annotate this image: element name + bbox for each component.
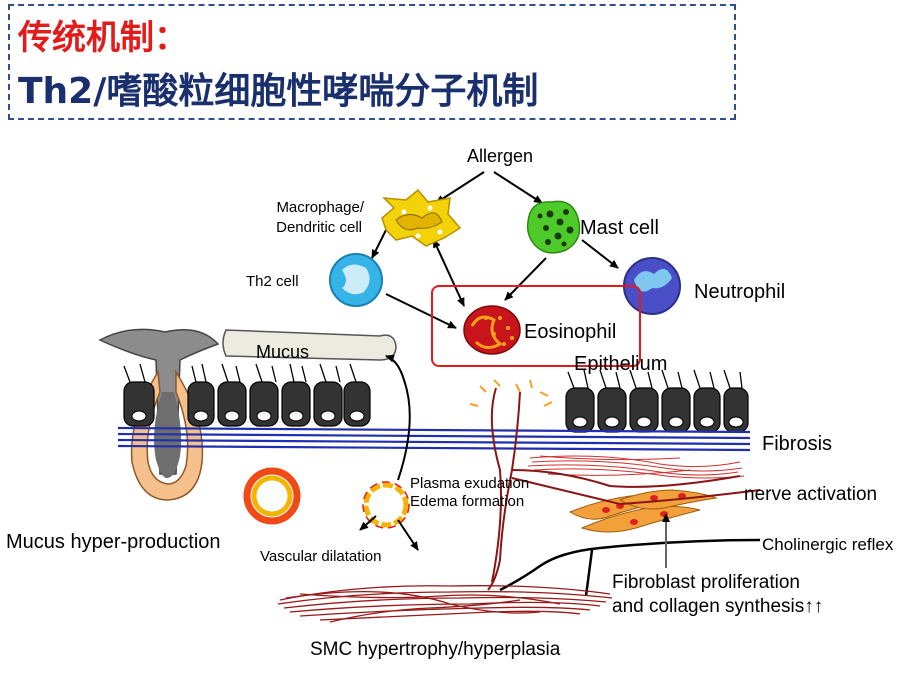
title-frame bbox=[8, 4, 736, 120]
macrophage-icon bbox=[381, 188, 462, 247]
nerve-endings bbox=[469, 379, 553, 407]
slide-title-line2: Th2/嗜酸粒细胞性哮喘分子机制 bbox=[18, 71, 539, 112]
smooth-muscle-icon bbox=[277, 585, 613, 623]
exudation-arrow bbox=[385, 354, 411, 481]
vascular-arrow-left bbox=[359, 515, 377, 531]
vascular-arrow-right bbox=[397, 519, 419, 551]
label-mucus: Mucus bbox=[256, 342, 309, 362]
label-eosinophil: Eosinophil bbox=[524, 321, 616, 343]
label-fibroblast-1: Fibroblast proliferation bbox=[612, 572, 800, 593]
label-vascular-dilatation: Vascular dilatation bbox=[260, 548, 381, 565]
dilated-vessel-icon bbox=[362, 481, 410, 529]
label-nerve-activation: nerve activation bbox=[744, 484, 877, 505]
label-mucus-hyper-production: Mucus hyper-production bbox=[6, 531, 221, 553]
epithelium-left bbox=[123, 363, 371, 427]
nerve-fibers bbox=[487, 387, 761, 591]
mucus-secretion-icon bbox=[222, 329, 397, 361]
label-epithelium: Epithelium bbox=[574, 353, 667, 375]
eosinophil-highlight-box bbox=[431, 285, 641, 367]
label-cholinergic-reflex: Cholinergic reflex bbox=[762, 535, 894, 554]
label-allergen: Allergen bbox=[467, 146, 533, 166]
epithelium-right bbox=[565, 369, 749, 433]
label-mast-cell: Mast cell bbox=[580, 217, 659, 239]
basement-membrane bbox=[117, 426, 751, 452]
cholinergic-nerve bbox=[499, 538, 761, 592]
label-fibrosis: Fibrosis bbox=[762, 433, 832, 455]
label-smc: SMC hypertrophy/hyperplasia bbox=[310, 639, 561, 660]
mast-cell-icon bbox=[526, 200, 581, 254]
blood-vessel-icon bbox=[243, 467, 301, 525]
label-th2-cell: Th2 cell bbox=[246, 273, 299, 290]
slide-title-line1: 传统机制： bbox=[18, 18, 188, 58]
cascade-arrows bbox=[371, 171, 619, 329]
label-edema-formation: Edema formation bbox=[410, 493, 524, 510]
label-plasma-exudation: Plasma exudation bbox=[410, 475, 529, 492]
th2-cell-icon bbox=[329, 253, 383, 307]
cholinergic-branch bbox=[584, 549, 594, 597]
diagram-labels: Allergen Macrophage/ Dendritic cell Mast… bbox=[6, 146, 894, 660]
neutrophil-icon bbox=[623, 257, 681, 315]
label-fibroblast-2: and collagen synthesis↑↑ bbox=[612, 596, 823, 617]
label-neutrophil: Neutrophil bbox=[694, 281, 785, 303]
label-macrophage-2: Dendritic cell bbox=[276, 219, 362, 236]
label-macrophage-1: Macrophage/ bbox=[276, 199, 364, 216]
eosinophil-icon bbox=[463, 305, 521, 355]
